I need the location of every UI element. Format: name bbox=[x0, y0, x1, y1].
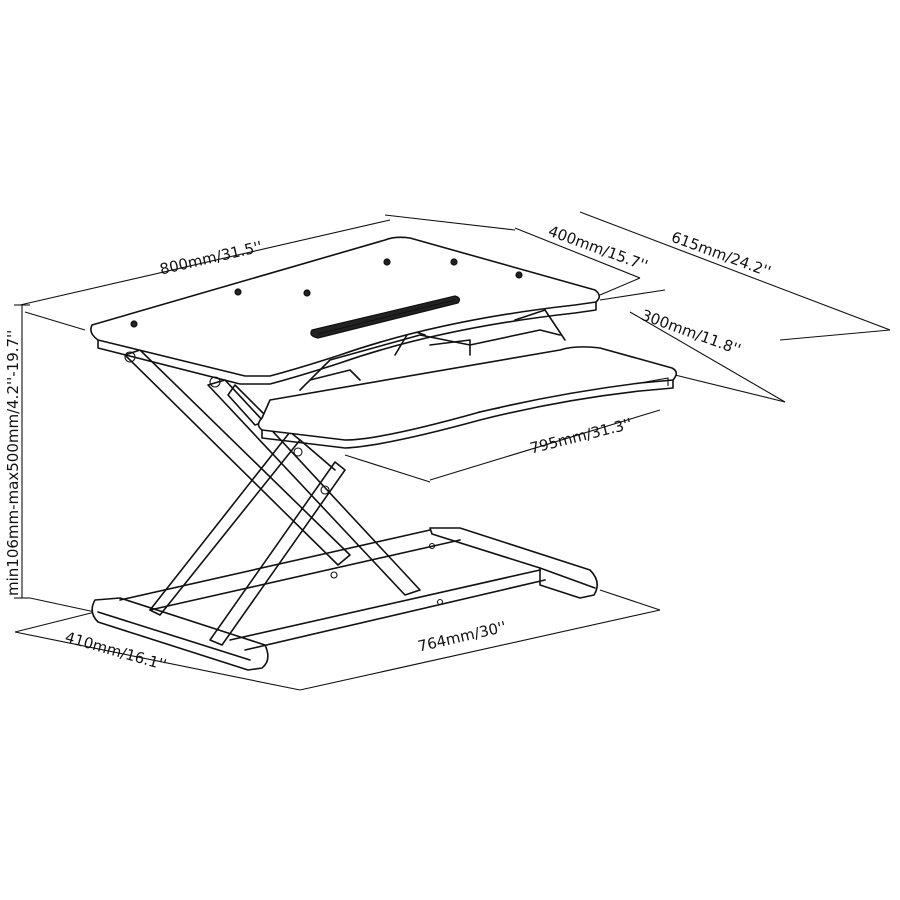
dimension-lines bbox=[14, 211, 891, 691]
keyboard-tray bbox=[257, 346, 678, 449]
scissor-mechanism bbox=[124, 349, 421, 646]
height-range-label: min106mm-max500mm/4.2''-19.7'' bbox=[4, 329, 22, 596]
top-surface bbox=[90, 236, 601, 391]
base-frame bbox=[91, 527, 598, 671]
